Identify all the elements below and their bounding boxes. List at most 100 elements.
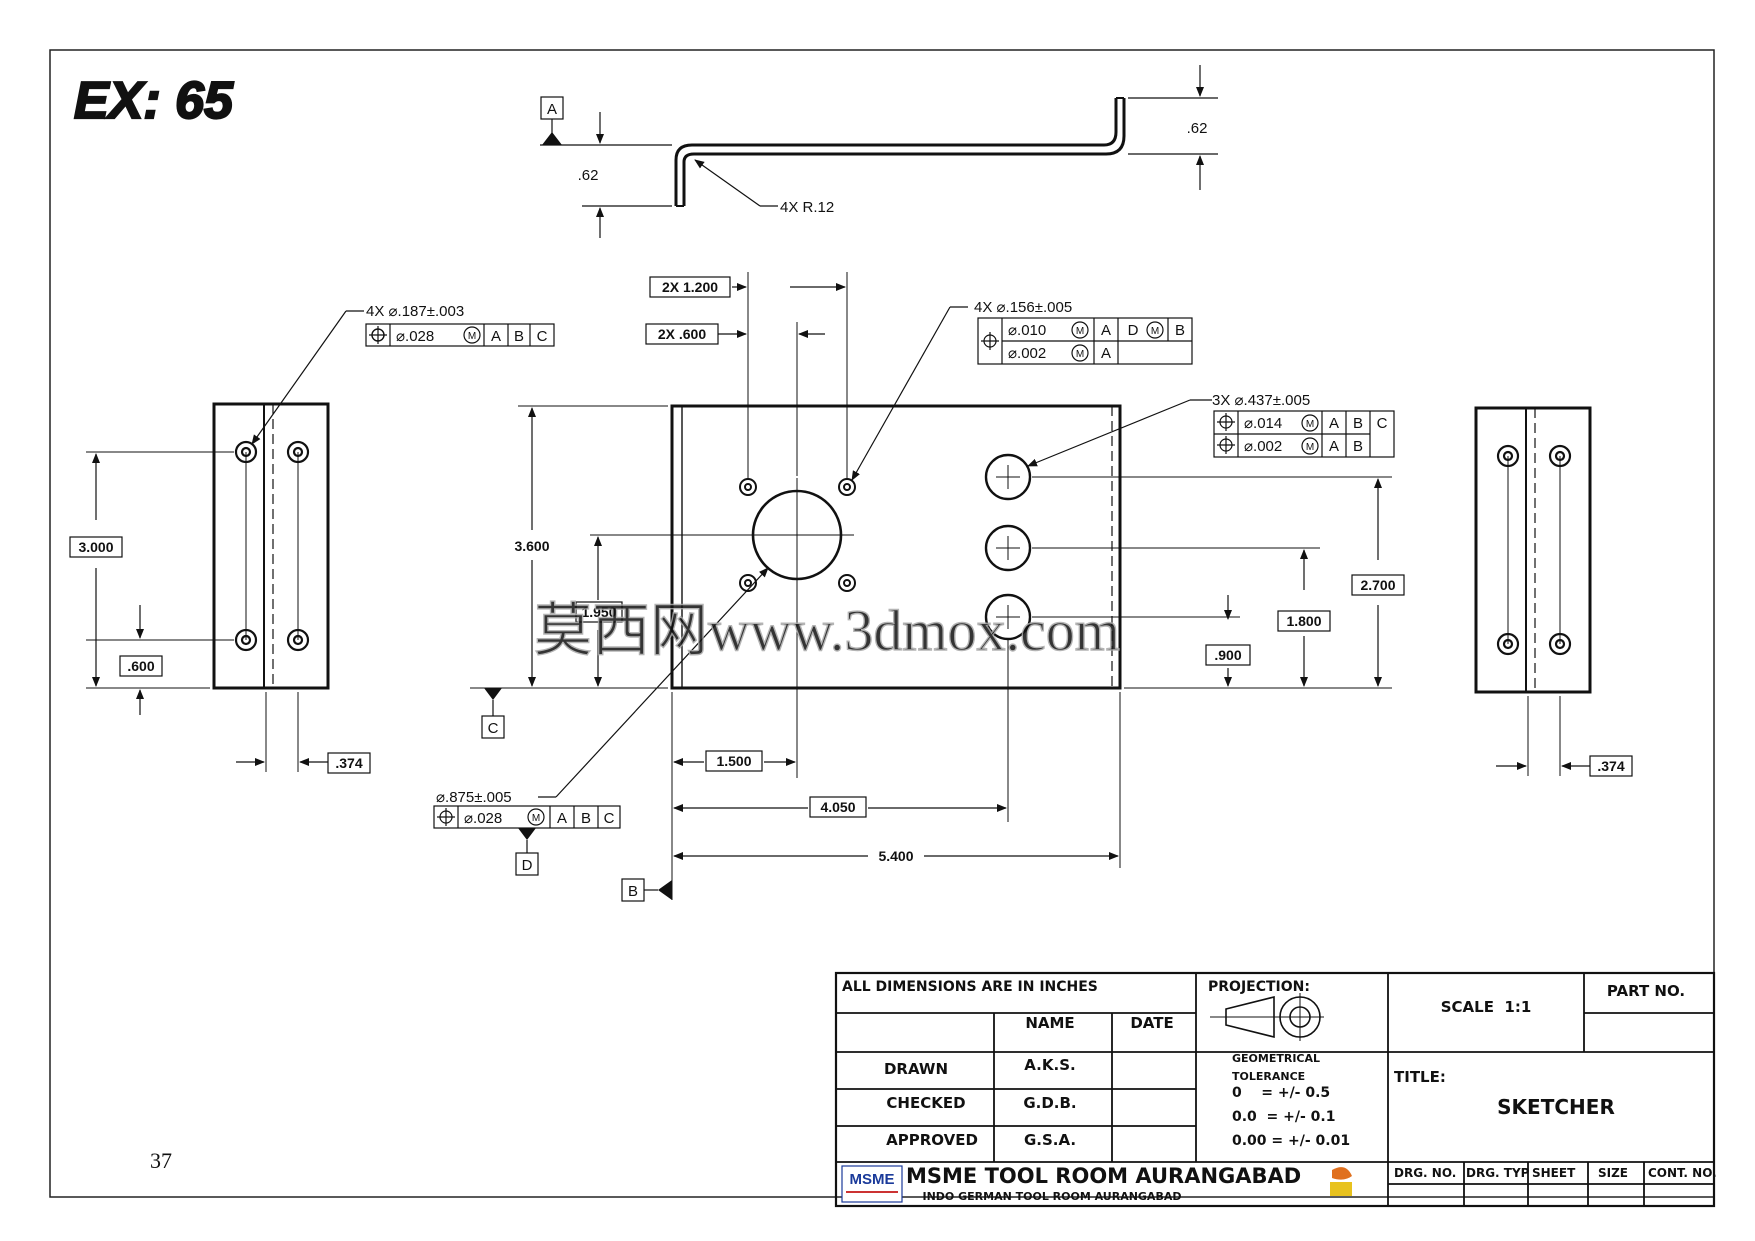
dim-2x-600: 2X .600 — [658, 326, 706, 342]
dim-4050: 4.050 — [820, 799, 855, 815]
right-side-view — [1474, 406, 1592, 776]
mmc-letter-icon: M — [1076, 349, 1084, 360]
title-block — [834, 971, 1716, 1208]
left-dim-thickness: .374 — [335, 755, 362, 771]
fcf-tolerance: ⌀.028 — [396, 328, 434, 345]
bore-fcf — [433, 805, 621, 829]
mmc-modifier-icon — [1071, 321, 1089, 339]
dim-1800: 1.800 — [1286, 613, 1321, 629]
datum-b-label: B — [628, 883, 638, 900]
datum-d-label: D — [522, 857, 533, 874]
tb-tol-0: 0 = +/- 0.5 — [1232, 1085, 1330, 1101]
bore-note: ⌀.875±.005 — [436, 789, 512, 806]
tb-tol-1: 0.0 = +/- 0.1 — [1232, 1109, 1335, 1125]
mmc-letter-icon: M — [1151, 326, 1159, 337]
mmc-letter-icon: M — [1306, 442, 1314, 453]
tb-title-value: SKETCHER — [1497, 1095, 1615, 1119]
right-holes — [1496, 444, 1572, 656]
mmc-modifier-icon — [463, 326, 481, 344]
top-right-height: .62 — [1187, 120, 1208, 137]
dim-1500: 1.500 — [716, 753, 751, 769]
left-dim-height: 3.000 — [78, 539, 113, 555]
tb-title-label: TITLE: — [1394, 1068, 1446, 1086]
watermark-text: 莫西网www.3dmox.com — [534, 598, 1120, 663]
datum-c: C — [481, 688, 505, 739]
msme-logo: MSME — [841, 1165, 903, 1203]
tb-projection-label: PROJECTION: — [1208, 979, 1310, 995]
dim-front-height: 3.600 — [514, 538, 549, 554]
top-left-height: .62 — [578, 167, 599, 184]
fcf-datum-2: B — [514, 328, 524, 345]
large-holes-note: 3X ⌀.437±.005 — [1212, 392, 1310, 409]
large-fcf-datum-c: C — [1377, 415, 1388, 432]
mmc-modifier-icon — [1071, 344, 1089, 362]
dim-center-y: 1.950 — [581, 604, 616, 620]
bend-radius-note: 4X R.12 — [780, 199, 834, 216]
bore-fcf-datum-b: B — [581, 810, 591, 827]
bore-fcf-datum-a: A — [557, 810, 567, 827]
tb-name-header: NAME — [1025, 1014, 1074, 1032]
left-holes — [234, 440, 310, 652]
small-fcf-datum-a2: A — [1101, 345, 1111, 362]
large-fcf-datum-a2: A — [1329, 438, 1339, 455]
right-dim-thickness: .374 — [1597, 758, 1624, 774]
left-dim-offset: .600 — [127, 658, 154, 674]
tb-org-sub: INDO GERMAN TOOL ROOM AURANGABAD — [923, 1190, 1182, 1203]
large-fcf-tol-2: ⌀.002 — [1244, 438, 1282, 455]
fcf-datum-1: A — [491, 328, 501, 345]
dim-2x-1200: 2X 1.200 — [662, 279, 718, 295]
large-fcf-datum-b2: B — [1353, 438, 1363, 455]
tb-tol-2: 0.00 = +/- 0.01 — [1232, 1133, 1350, 1149]
datum-a-label: A — [547, 101, 557, 118]
tb-scale: SCALE 1:1 — [1441, 998, 1532, 1016]
tb-date-header: DATE — [1130, 1014, 1173, 1032]
mmc-letter-icon: M — [1076, 326, 1084, 337]
bore-fcf-tol: ⌀.028 — [464, 810, 502, 827]
left-hole-fcf: ⌀.028 M A B C — [365, 323, 555, 347]
tb-dims-note: ALL DIMENSIONS ARE IN INCHES — [842, 979, 1098, 995]
datum-c-label: C — [488, 720, 499, 737]
mmc-letter-icon: M — [1306, 419, 1314, 430]
dim-900: .900 — [1214, 647, 1241, 663]
mmc-modifier-icon — [1301, 414, 1319, 432]
msme-logo-text: MSME — [850, 1171, 895, 1188]
mmc-modifier-icon — [1146, 321, 1164, 339]
projection-symbol-icon — [1210, 993, 1324, 1041]
mmc-letter-icon: M — [532, 813, 540, 824]
small-fcf-datum-d: D — [1128, 322, 1139, 339]
tb-size: SIZE — [1598, 1166, 1628, 1180]
tb-drawn-name: A.K.S. — [1024, 1056, 1075, 1074]
tb-approved-name: G.S.A. — [1024, 1131, 1076, 1149]
small-holes — [739, 478, 856, 592]
tb-checked-name: G.D.B. — [1023, 1094, 1076, 1112]
small-fcf-datum-a: A — [1101, 322, 1111, 339]
bore-fcf-datum-c: C — [604, 810, 615, 827]
mmc-modifier-icon — [527, 808, 545, 826]
small-fcf-tol-1: ⌀.010 — [1008, 322, 1046, 339]
igtr-logo-icon — [1330, 1167, 1352, 1196]
page-number: 37 — [150, 1148, 172, 1173]
tb-cont-no: CONT. NO. — [1648, 1166, 1717, 1180]
exercise-title: EX: 65 — [74, 72, 234, 130]
tb-checked-label: CHECKED — [886, 1094, 965, 1112]
small-fcf-tol-2: ⌀.002 — [1008, 345, 1046, 362]
mmc-letter-icon: M — [468, 331, 476, 342]
top-view — [540, 65, 1218, 238]
large-holes-fcf — [1213, 410, 1395, 458]
large-fcf-tol-1: ⌀.014 — [1244, 415, 1282, 432]
front-view — [470, 272, 1392, 900]
dim-5400: 5.400 — [878, 848, 913, 864]
small-holes-fcf — [977, 317, 1193, 365]
datum-d: D — [515, 828, 539, 876]
tb-drawn-label: DRAWN — [884, 1060, 948, 1078]
tb-geo-tol-2: TOLERANCE — [1232, 1070, 1305, 1083]
tb-part-no-label: PART NO. — [1607, 982, 1685, 1000]
left-hole-note: 4X ⌀.187±.003 — [366, 303, 464, 320]
datum-a: A — [540, 96, 564, 145]
tb-geo-tol-1: GEOMETRICAL — [1232, 1052, 1320, 1065]
left-side-view — [86, 310, 364, 772]
dim-2700: 2.700 — [1360, 577, 1395, 593]
small-fcf-datum-b: B — [1175, 322, 1185, 339]
large-holes — [984, 453, 1032, 641]
